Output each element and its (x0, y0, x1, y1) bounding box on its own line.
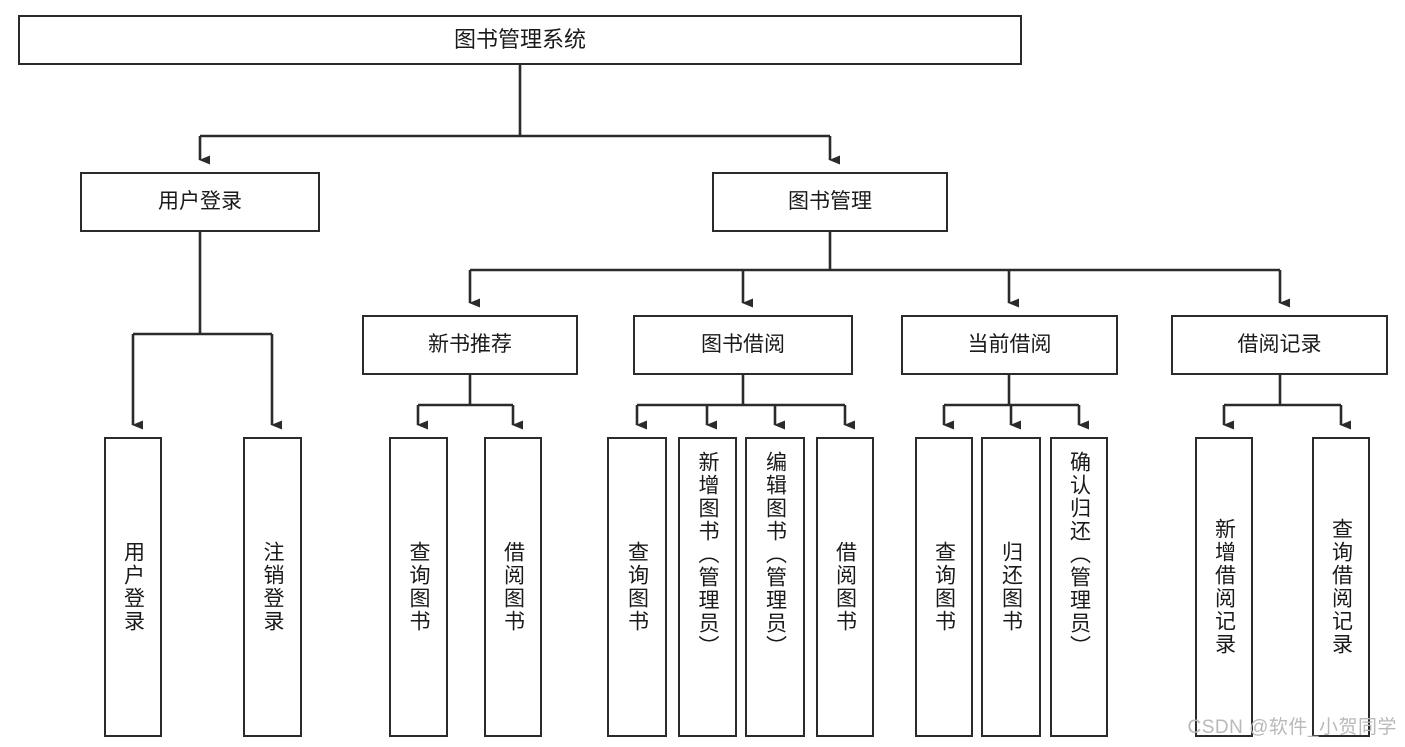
node-new-book-recommend-label: 新书推荐 (428, 332, 512, 356)
node-current-borrow[interactable]: 当前借阅 (901, 315, 1118, 375)
node-leaf-query-book-1[interactable]: 查询图书 (389, 437, 448, 737)
node-book-borrow[interactable]: 图书借阅 (633, 315, 853, 375)
node-leaf-return-book[interactable]: 归还图书 (981, 437, 1041, 737)
node-leaf-user-login-label: 用户登录 (121, 541, 145, 633)
node-leaf-add-book-label: 新增图书（管理员） (696, 451, 719, 658)
node-leaf-borrow-book-2[interactable]: 借阅图书 (816, 437, 874, 737)
watermark-text: CSDN @软件_小贺同学 (1187, 717, 1397, 738)
node-leaf-add-record-label: 新增借阅记录 (1212, 518, 1236, 656)
node-book-borrow-label: 图书借阅 (701, 332, 785, 356)
node-book-manage-label: 图书管理 (788, 189, 872, 213)
node-leaf-edit-book-label: 编辑图书（管理员） (763, 451, 787, 658)
node-root-label: 图书管理系统 (453, 27, 586, 53)
node-leaf-query-book-2-label: 查询图书 (625, 541, 649, 633)
node-root[interactable]: 图书管理系统 (18, 15, 1022, 65)
node-leaf-confirm-return[interactable]: 确认归还（管理员） (1050, 437, 1108, 737)
node-leaf-add-record[interactable]: 新增借阅记录 (1195, 437, 1253, 737)
node-borrow-record-label: 借阅记录 (1237, 332, 1322, 356)
node-leaf-borrow-book-2-label: 借阅图书 (833, 541, 857, 633)
node-leaf-confirm-return-label: 确认归还（管理员） (1067, 451, 1091, 658)
node-leaf-user-logout-label: 注销登录 (261, 541, 284, 633)
node-leaf-edit-book[interactable]: 编辑图书（管理员） (745, 437, 805, 737)
node-leaf-query-record-label: 查询借阅记录 (1329, 518, 1353, 656)
node-leaf-query-book-1-label: 查询图书 (407, 541, 430, 633)
node-leaf-query-book-3[interactable]: 查询图书 (915, 437, 973, 737)
node-leaf-query-record[interactable]: 查询借阅记录 (1312, 437, 1370, 737)
node-leaf-query-book-2[interactable]: 查询图书 (607, 437, 667, 737)
node-leaf-user-login[interactable]: 用户登录 (104, 437, 162, 737)
node-leaf-borrow-book-1-label: 借阅图书 (501, 541, 525, 633)
node-leaf-borrow-book-1[interactable]: 借阅图书 (484, 437, 542, 737)
node-leaf-return-book-label: 归还图书 (999, 541, 1023, 633)
node-leaf-query-book-3-label: 查询图书 (932, 541, 956, 633)
node-book-manage[interactable]: 图书管理 (712, 172, 948, 232)
node-user-login[interactable]: 用户登录 (80, 172, 320, 232)
node-leaf-add-book[interactable]: 新增图书（管理员） (678, 437, 737, 737)
node-user-login-label: 用户登录 (158, 189, 242, 213)
node-borrow-record[interactable]: 借阅记录 (1171, 315, 1388, 375)
node-new-book-recommend[interactable]: 新书推荐 (362, 315, 578, 375)
node-leaf-user-logout[interactable]: 注销登录 (243, 437, 302, 737)
node-current-borrow-label: 当前借阅 (967, 332, 1052, 356)
